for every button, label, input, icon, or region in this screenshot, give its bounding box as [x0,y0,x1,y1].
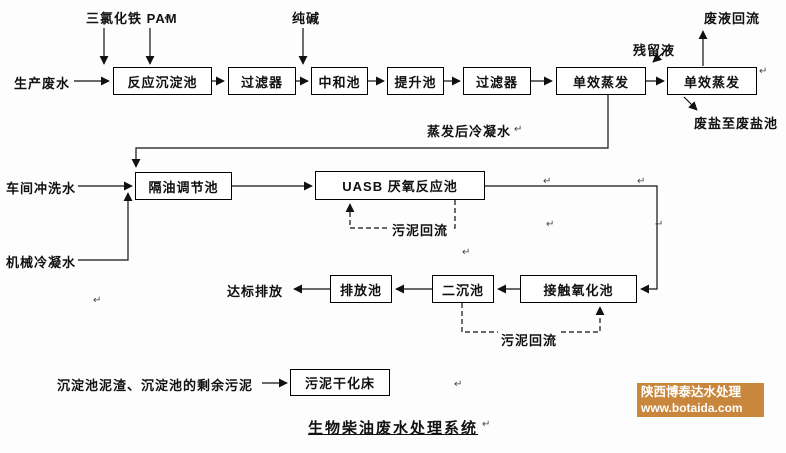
label-mechanical-condensate: 机械冷凝水 [6,255,77,270]
paragraph-mark: ↵ [546,219,555,230]
paragraph-mark: ↵ [655,219,664,230]
box-reaction-sedimentation-tank: 反应沉淀池 [113,67,212,95]
box-oil-separation-regulation-tank: 隔油调节池 [135,172,232,200]
box-discharge-tank: 排放池 [330,275,392,303]
label-fecl3-pam-dosing: 三氯化铁 PAM [86,11,178,26]
paragraph-mark: ↵ [482,419,491,430]
label-workshop-rinse-water: 车间冲洗水 [6,181,77,196]
line-evap-condensate-return [131,95,609,168]
box-lifting-tank: 提升池 [387,67,444,95]
label-contact-sludge-reflux: 污泥回流 [498,330,561,349]
label-uasb-sludge-reflux: 污泥回流 [389,220,452,239]
paragraph-mark: ↵ [759,66,768,77]
paragraph-mark: ↵ [637,176,646,187]
line-secondary-sludge-reflux [461,303,605,333]
box-uasb-anaerobic-reactor: UASB 厌氧反应池 [315,171,485,200]
box-contact-oxidation-tank: 接触氧化池 [520,275,637,303]
box-neutralization-tank: 中和池 [311,67,368,95]
box-secondary-sedimentation-tank: 二沉池 [432,275,494,303]
label-waste-liquid-reflux: 废液回流 [704,11,761,26]
diagram-title: 生物柴油废水处理系统 [307,420,478,437]
paragraph-mark: ↵ [164,13,173,24]
label-soda-ash: 纯碱 [292,11,321,26]
paragraph-mark: ↵ [462,247,471,258]
watermark-company: 陕西博泰达水处理 [641,385,742,399]
box-single-effect-evaporation-1: 单效蒸发 [556,67,646,95]
label-evaporation-condensate: 蒸发后冷凝水 [427,124,512,139]
label-waste-salt-to-pool: 废盐至废盐池 [694,116,779,131]
paragraph-mark: ↵ [454,379,463,390]
label-production-wastewater: 生产废水 [14,76,71,91]
label-residual-liquid: 残留液 [633,43,676,58]
dashed-reflux-lines [345,200,605,333]
box-single-effect-evaporation-2: 单效蒸发 [667,67,757,95]
box-sludge-drying-bed: 污泥干化床 [290,369,390,396]
watermark-website: www.botaida.com [641,400,743,415]
paragraph-mark: ↵ [543,176,552,187]
box-filter-1: 过滤器 [228,67,296,95]
box-filter-2: 过滤器 [463,67,531,95]
line-mechanical-condensate [78,192,133,261]
line-uasb-to-contact-oxidation [485,185,658,294]
paragraph-mark: ↵ [93,295,102,306]
watermark-badge: 陕西博泰达水处理 www.botaida.com [637,383,764,417]
label-standard-discharge: 达标排放 [227,284,284,299]
label-sludge-source: 沉淀池泥渣、沉淀池的剩余污泥 [57,378,254,393]
paragraph-mark: ↵ [514,124,523,135]
arrow-waste-salt [683,96,698,111]
